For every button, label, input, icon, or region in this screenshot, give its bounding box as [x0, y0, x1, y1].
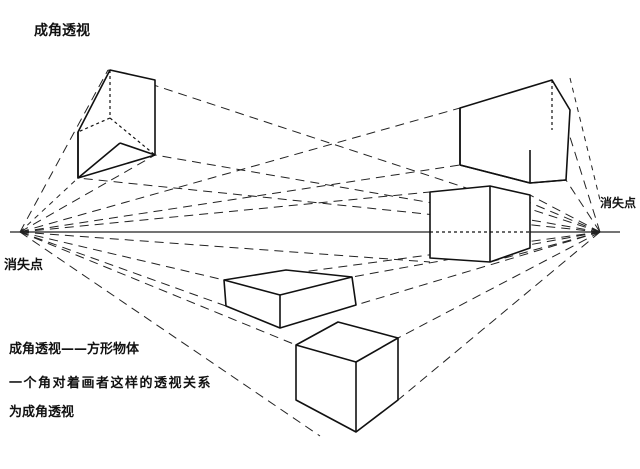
box-top-left [77, 69, 156, 179]
caption-line-3: 为成角透视 [9, 405, 75, 420]
box-bottom [295, 321, 399, 433]
vanishing-point-left-label: 消失点 [4, 258, 44, 273]
left-vp-guides [19, 69, 461, 437]
caption-line-1: 成角透视——方形物体 [9, 342, 140, 357]
box-top-right [459, 79, 571, 184]
box-horizon [429, 185, 531, 263]
caption-line-2: 一个角对着画者这样的透视关系 [9, 376, 213, 391]
box-below-middle [223, 269, 357, 329]
vanishing-point-right-label: 消失点 [600, 196, 637, 210]
diagram-title: 成角透视 [34, 23, 90, 39]
